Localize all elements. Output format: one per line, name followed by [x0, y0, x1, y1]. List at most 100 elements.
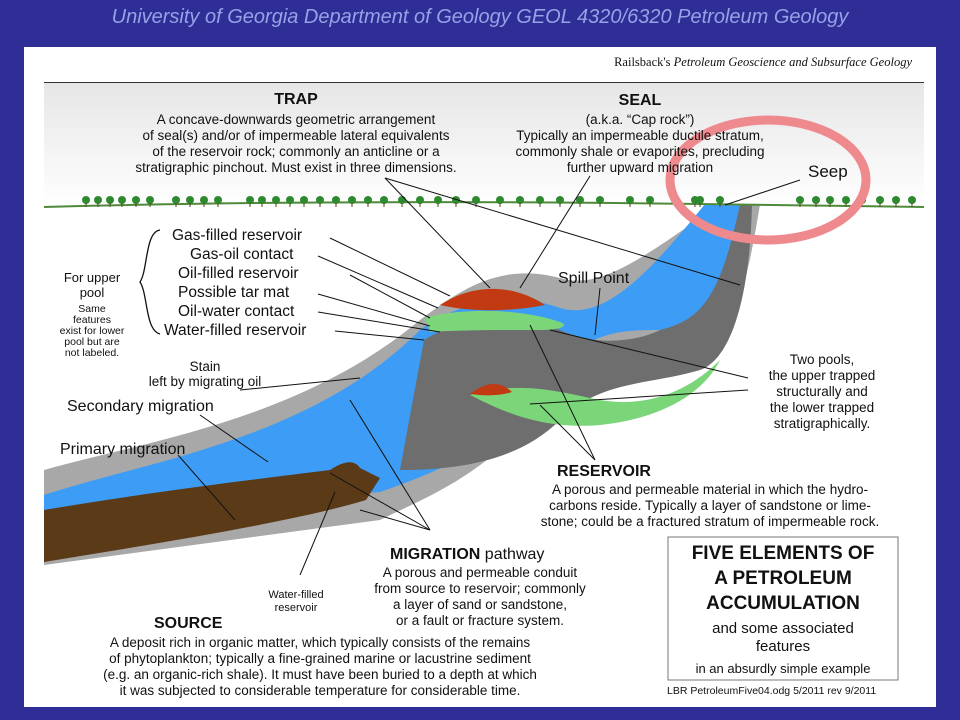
tree — [892, 196, 900, 204]
tree-trunk — [261, 203, 263, 207]
tree — [286, 196, 294, 204]
tar-mat-label: Possible tar mat — [178, 284, 290, 301]
tree — [348, 196, 356, 204]
tree — [380, 196, 388, 204]
tree-trunk — [911, 203, 913, 207]
upper-pool-bracket — [139, 229, 161, 335]
two-pools-line-3: structurally and — [776, 384, 868, 399]
tree-trunk — [455, 203, 457, 207]
upper-pool-note-4: pool but are — [64, 336, 120, 348]
upper-pool-note-3: exist for lower — [60, 325, 125, 337]
tree-trunk — [845, 203, 847, 207]
tree — [106, 196, 114, 204]
tree-trunk — [879, 203, 881, 207]
tree-trunk — [109, 203, 111, 207]
five-elements-sub-3: in an absurdly simple example — [696, 661, 871, 676]
tree — [596, 196, 604, 204]
tree-trunk — [335, 203, 337, 207]
tree-trunk — [519, 203, 521, 207]
tree-trunk — [559, 203, 561, 207]
tree — [434, 196, 442, 204]
tree — [132, 196, 140, 204]
credit-author: Railsback's — [614, 55, 671, 69]
five-elements-sub-2: features — [756, 638, 810, 655]
credit-line: Railsback's Petroleum Geoscience and Sub… — [614, 55, 912, 70]
upper-pool-group-2: pool — [80, 285, 105, 300]
tree-trunk — [437, 203, 439, 207]
tree-trunk — [121, 203, 123, 207]
tree — [94, 196, 102, 204]
tree — [172, 196, 180, 204]
trap-line-3: of the reservoir rock; commonly an antic… — [152, 144, 440, 159]
gas-cap-upper — [440, 288, 545, 311]
seal-heading: SEAL — [619, 92, 662, 109]
seal-line-1: (a.k.a. “Cap rock”) — [586, 112, 695, 127]
sky-background — [44, 82, 924, 207]
tree — [516, 196, 524, 204]
spill-point-label: Spill Point — [558, 270, 630, 287]
oil-zone-upper — [425, 310, 564, 332]
tree-trunk — [895, 203, 897, 207]
tree — [146, 196, 154, 204]
tree — [300, 196, 308, 204]
tree-trunk — [189, 203, 191, 207]
source-line-4: it was subjected to considerable tempera… — [120, 683, 521, 698]
tree-trunk — [175, 203, 177, 207]
tree-trunk — [367, 203, 369, 207]
oil-zone-lower — [470, 360, 720, 426]
figure-panel: Railsback's Petroleum Geoscience and Sub… — [24, 47, 936, 707]
tree — [316, 196, 324, 204]
stain-line-2: left by migrating oil — [149, 374, 262, 389]
tree-trunk — [699, 203, 701, 207]
seal-line-3: commonly shale or evaporites, precluding — [515, 144, 764, 159]
tree — [332, 196, 340, 204]
migration-line-3: a layer of sand or sandstone, — [393, 597, 567, 612]
upper-pool-group-1: For upper — [64, 270, 121, 285]
tree-trunk — [289, 203, 291, 207]
tree-trunk — [599, 203, 601, 207]
tree — [246, 196, 254, 204]
two-pools-line-1: Two pools, — [790, 352, 855, 367]
water-filled-reservoir-1: Water-filled — [268, 589, 323, 601]
header-title: University of Georgia Department of Geol… — [111, 6, 849, 28]
five-elements-box — [667, 536, 899, 681]
oil-filled-label: Oil-filled reservoir — [178, 265, 299, 282]
tree — [716, 196, 724, 204]
seal-line-2: Typically an impermeable ductile stratum… — [516, 128, 764, 143]
tree — [842, 196, 850, 204]
tree-trunk — [401, 203, 403, 207]
gas-oil-contact-label: Gas-oil contact — [190, 246, 294, 263]
tree — [796, 196, 804, 204]
tree — [186, 196, 194, 204]
tree-trunk — [629, 203, 631, 207]
tree — [82, 196, 90, 204]
tree — [646, 196, 654, 204]
migration-heading-bold: MIGRATION — [390, 546, 480, 563]
migration-line-4: or a fault or fracture system. — [396, 613, 564, 628]
reservoir-heading: RESERVOIR — [557, 463, 651, 480]
two-pools-line-4: the lower trapped — [770, 400, 874, 415]
tree-trunk — [351, 203, 353, 207]
migration-line-2: from source to reservoir; commonly — [374, 581, 586, 596]
tree — [364, 196, 372, 204]
seep-circle — [665, 115, 871, 245]
water-filled-label: Water-filled reservoir — [164, 322, 306, 339]
five-elements-title-2: A PETROLEUM — [714, 568, 852, 589]
tree — [812, 196, 820, 204]
seep-label: Seep — [808, 162, 848, 181]
source-line-3: (e.g. an organic-rich shale). It must ha… — [103, 667, 537, 682]
tree — [876, 196, 884, 204]
tree-trunk — [303, 203, 305, 207]
source-line-1: A deposit rich in organic matter, which … — [110, 635, 530, 650]
tree-trunk — [579, 203, 581, 207]
cross-section-diagram: TRAP A concave-downwards geometric arran… — [43, 82, 925, 698]
source-heading: SOURCE — [154, 615, 223, 632]
migration-heading: MIGRATION pathway — [390, 546, 544, 563]
trap-heading: TRAP — [274, 91, 318, 108]
credit-book: Petroleum Geoscience and Subsurface Geol… — [673, 55, 912, 69]
secondary-migration-label: Secondary migration — [67, 398, 214, 415]
tree — [556, 196, 564, 204]
tree — [452, 196, 460, 204]
trees — [82, 196, 916, 207]
seal-line-4: further upward migration — [567, 160, 713, 175]
